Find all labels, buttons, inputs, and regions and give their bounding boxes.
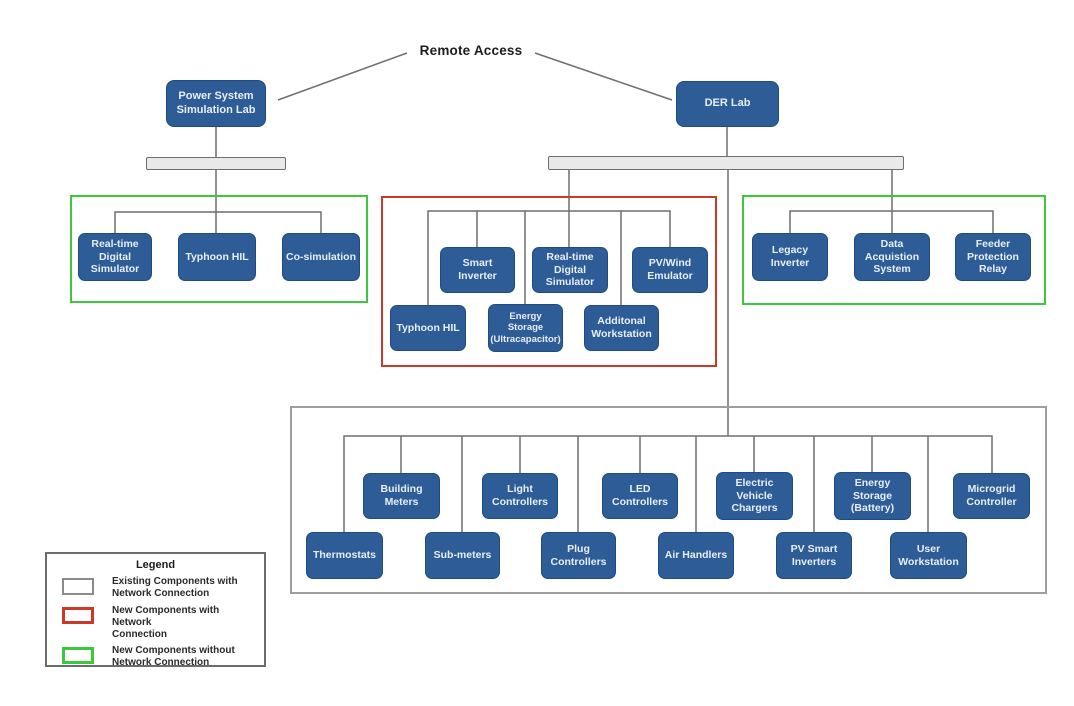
node-plug-controllers: Plug Controllers xyxy=(541,532,616,579)
node-der-lab: DER Lab xyxy=(676,81,779,127)
existing-components-swatch xyxy=(62,578,94,595)
node-smart-inverter: Smart Inverter xyxy=(440,247,515,293)
node-additional-workstation: Additonal Workstation xyxy=(584,305,659,351)
node-feeder-protection-relay: Feeder Protection Relay xyxy=(955,233,1031,281)
node-pv-smart-inverters: PV Smart Inverters xyxy=(776,532,852,579)
node-realtime-digital-simulator-2: Real-time Digital Simulator xyxy=(532,247,608,293)
node-air-handlers: Air Handlers xyxy=(658,532,734,579)
node-energy-storage-ultracapacitor: Energy Storage (Ultracapacitor) xyxy=(488,304,563,352)
remote-access-label: Remote Access xyxy=(419,43,523,58)
node-thermostats: Thermostats xyxy=(306,532,383,579)
legend-row-existing: Existing Components with Network Connect… xyxy=(55,576,256,600)
group-der-new-networked-components xyxy=(381,196,717,367)
node-legacy-inverter: Legacy Inverter xyxy=(752,233,828,281)
legend-label-existing: Existing Components with Network Connect… xyxy=(112,576,238,599)
legend-row-new-networked: New Components with Network Connection xyxy=(55,605,256,641)
legend-label-new-standalone: New Components without Network Connectio… xyxy=(112,645,235,668)
network-bus-simulation-lab xyxy=(146,157,286,170)
legend: Legend Existing Components with Network … xyxy=(45,552,266,669)
node-pv-wind-emulator: PV/Wind Emulator xyxy=(632,247,708,293)
node-energy-storage-battery: Energy Storage (Battery) xyxy=(834,472,911,520)
new-components-no-network-swatch xyxy=(62,647,94,664)
legend-title: Legend xyxy=(135,559,176,571)
legend-label-new-networked: New Components with Network Connection xyxy=(112,604,220,640)
network-bus-der-lab xyxy=(548,156,904,170)
node-power-system-simulation-lab: Power System Simulation Lab xyxy=(166,80,266,127)
node-user-workstation: User Workstation xyxy=(890,532,967,579)
node-data-acquisition-system: Data Acquistion System xyxy=(854,233,930,281)
node-realtime-digital-simulator-1: Real-time Digital Simulator xyxy=(78,233,152,281)
node-building-meters: Building Meters xyxy=(363,473,440,519)
group-simulation-lab-components xyxy=(70,195,368,303)
group-building-systems xyxy=(290,406,1047,594)
node-typhoon-hil-2: Typhoon HIL xyxy=(390,305,466,351)
node-co-simulation: Co-simulation xyxy=(282,233,360,281)
node-light-controllers: Light Controllers xyxy=(482,473,558,519)
node-led-controllers: LED Controllers xyxy=(602,473,678,519)
node-sub-meters: Sub-meters xyxy=(425,532,500,579)
node-typhoon-hil-1: Typhoon HIL xyxy=(178,233,256,281)
legend-row-new-standalone: New Components without Network Connectio… xyxy=(55,645,256,669)
node-microgrid-controller: Microgrid Controller xyxy=(953,473,1030,519)
node-electric-vehicle-chargers: Electric Vehicle Chargers xyxy=(716,472,793,520)
new-components-network-swatch xyxy=(62,606,94,624)
group-der-new-standalone-components xyxy=(742,195,1046,305)
